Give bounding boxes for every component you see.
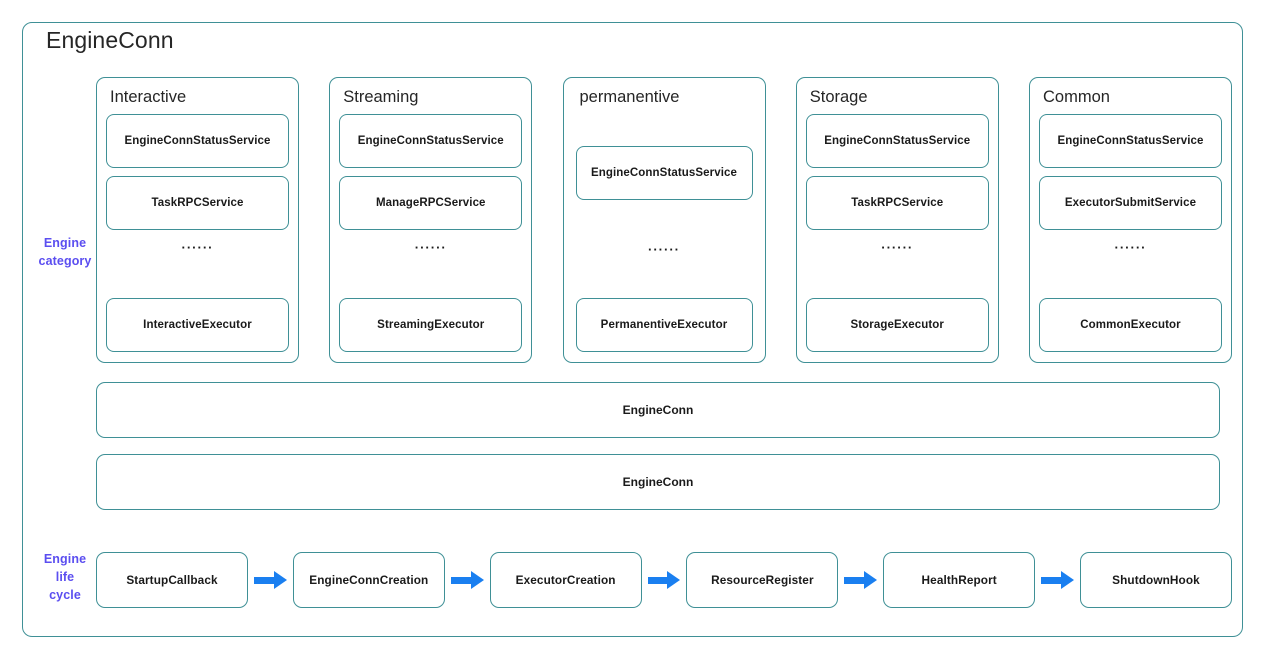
arrow-shaft xyxy=(254,576,274,584)
service-box[interactable]: TaskRPCService xyxy=(805,176,989,231)
arrow-shaft xyxy=(450,576,471,584)
lifecycle-step-shutdown-hook[interactable]: ShutdownHook xyxy=(1079,552,1232,608)
row-label-engine-life-cycle-line-3: cycle xyxy=(49,587,81,602)
category-title: Streaming xyxy=(343,88,419,106)
service-box[interactable]: EngineConnStatusService xyxy=(575,146,753,201)
service-box[interactable]: ExecutorSubmitService xyxy=(1039,176,1222,231)
spacer xyxy=(339,264,522,298)
arrow-head xyxy=(667,571,681,589)
lifecycle-step-health-report[interactable]: HealthReport xyxy=(883,552,1036,608)
spacer xyxy=(806,264,989,298)
row-label-engine-life-cycle-line-1: Engine xyxy=(43,552,87,566)
ellipsis-dots: ······ xyxy=(181,240,214,256)
service-box[interactable]: EngineConnStatusService xyxy=(1039,114,1222,169)
arrow-shaft xyxy=(1041,576,1061,584)
spacer xyxy=(576,200,753,232)
arrow-shaft xyxy=(647,576,668,584)
arrow-head xyxy=(470,571,484,589)
arrow-shaft xyxy=(844,576,865,584)
executor-box[interactable]: CommonExecutor xyxy=(1039,298,1222,352)
ellipsis-dots: ······ xyxy=(648,242,680,258)
category-column-storage: Storage EngineConnStatusService TaskRPCS… xyxy=(795,77,999,363)
lifecycle-step-resource-register[interactable]: ResourceRegister xyxy=(686,552,839,608)
executor-box[interactable]: InteractiveExecutor xyxy=(106,298,289,352)
lifecycle-step-executor-creation[interactable]: ExecutorCreation xyxy=(489,552,642,608)
category-title: permanentive xyxy=(579,88,680,106)
engineconn-bar-2[interactable]: EngineConn xyxy=(96,454,1220,510)
category-title: Common xyxy=(1043,88,1110,106)
flow-arrow-icon xyxy=(838,571,883,589)
category-title: Storage xyxy=(809,88,868,106)
row-label-engine-life-cycle: Engine life cycle xyxy=(22,551,108,604)
executor-box[interactable]: StreamingExecutor xyxy=(339,298,523,352)
ellipsis-dots: ······ xyxy=(414,240,447,256)
spacer xyxy=(576,114,753,146)
category-column-permanentive: permanentive EngineConnStatusService ···… xyxy=(562,77,766,363)
flow-arrow-icon xyxy=(642,571,687,589)
arrow-head xyxy=(1060,571,1074,589)
engine-category-row: Interactive EngineConnStatusService Task… xyxy=(96,77,1232,363)
service-box[interactable]: TaskRPCService xyxy=(106,176,289,231)
category-column-interactive: Interactive EngineConnStatusService Task… xyxy=(96,77,299,363)
page-title: EngineConn xyxy=(46,27,174,53)
category-title: Interactive xyxy=(110,88,187,106)
category-column-streaming: Streaming EngineConnStatusService Manage… xyxy=(329,77,533,363)
executor-box[interactable]: PermanentiveExecutor xyxy=(575,298,753,352)
arrow-head xyxy=(864,571,878,589)
flow-arrow-icon xyxy=(1035,571,1080,589)
lifecycle-step-startup-callback[interactable]: StartupCallback xyxy=(96,552,248,608)
row-label-engine-category: Engine category xyxy=(22,235,108,271)
category-column-common: Common EngineConnStatusService ExecutorS… xyxy=(1029,77,1232,363)
service-box[interactable]: EngineConnStatusService xyxy=(106,114,289,169)
flow-arrow-icon xyxy=(445,571,490,589)
spacer xyxy=(576,266,753,298)
ellipsis-dots: ······ xyxy=(1114,240,1147,256)
diagram-outer-frame xyxy=(22,22,1243,637)
service-box[interactable]: EngineConnStatusService xyxy=(805,114,989,169)
spacer xyxy=(106,264,289,298)
row-label-engine-category-line-2: category xyxy=(38,253,92,268)
flow-arrow-icon xyxy=(248,571,293,589)
ellipsis-dots: ······ xyxy=(881,240,914,256)
spacer xyxy=(1039,264,1222,298)
engineconn-bar-1[interactable]: EngineConn xyxy=(96,382,1220,438)
row-label-engine-category-line-1: Engine xyxy=(43,236,87,250)
lifecycle-step-engineconn-creation[interactable]: EngineConnCreation xyxy=(292,552,445,608)
row-label-engine-life-cycle-line-2: life xyxy=(55,569,75,584)
service-box[interactable]: EngineConnStatusService xyxy=(339,114,523,169)
executor-box[interactable]: StorageExecutor xyxy=(805,298,989,352)
arrow-head xyxy=(273,571,287,589)
engine-life-cycle-flow: StartupCallback EngineConnCreation Execu… xyxy=(96,551,1232,609)
service-box[interactable]: ManageRPCService xyxy=(339,176,523,231)
